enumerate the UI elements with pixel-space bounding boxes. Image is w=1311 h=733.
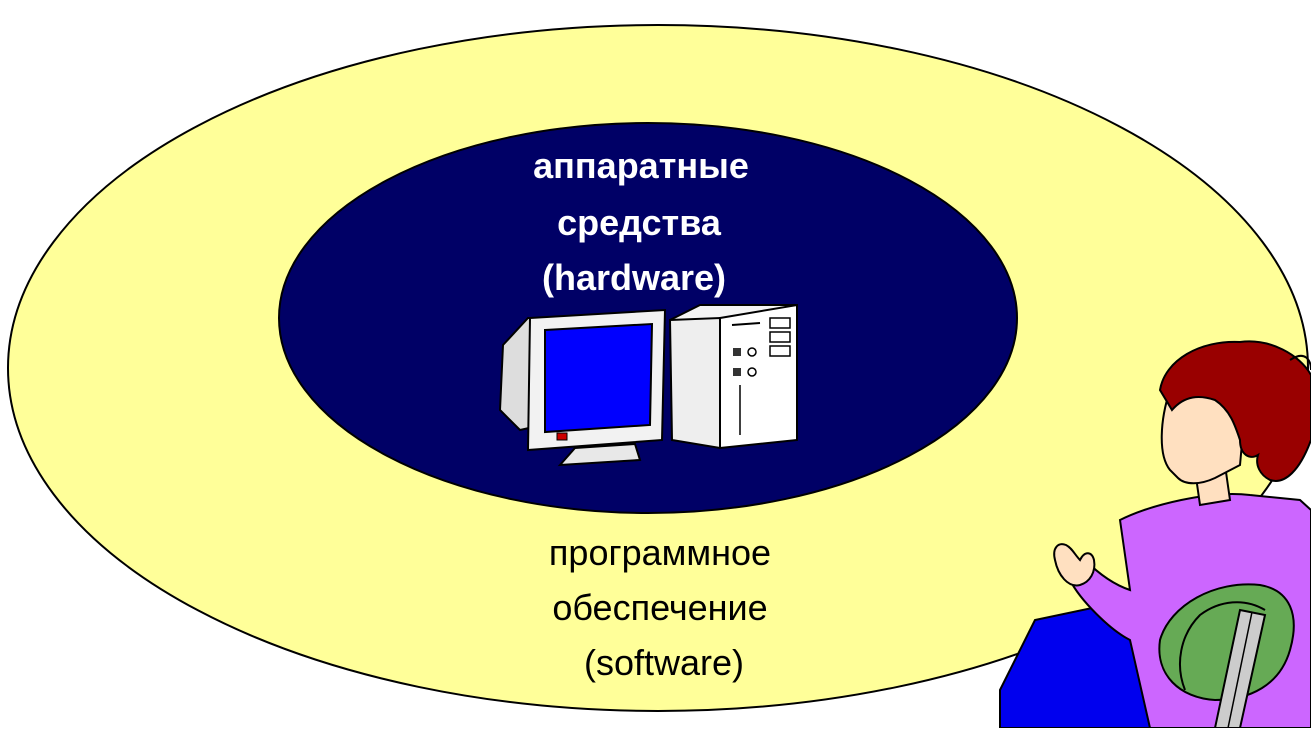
hardware-label-line3: (hardware) (542, 257, 726, 298)
software-label-line1: программное (549, 532, 771, 573)
woman-user-illustration (999, 340, 1311, 729)
hardware-label-line1: аппаратные (533, 145, 749, 186)
computer-monitor-icon (498, 308, 667, 467)
software-label-line3: (software) (584, 642, 744, 683)
computer-tower-icon (668, 303, 798, 450)
hardware-label-line2: средства (557, 202, 722, 243)
software-label-line2: обеспечение (552, 587, 767, 628)
